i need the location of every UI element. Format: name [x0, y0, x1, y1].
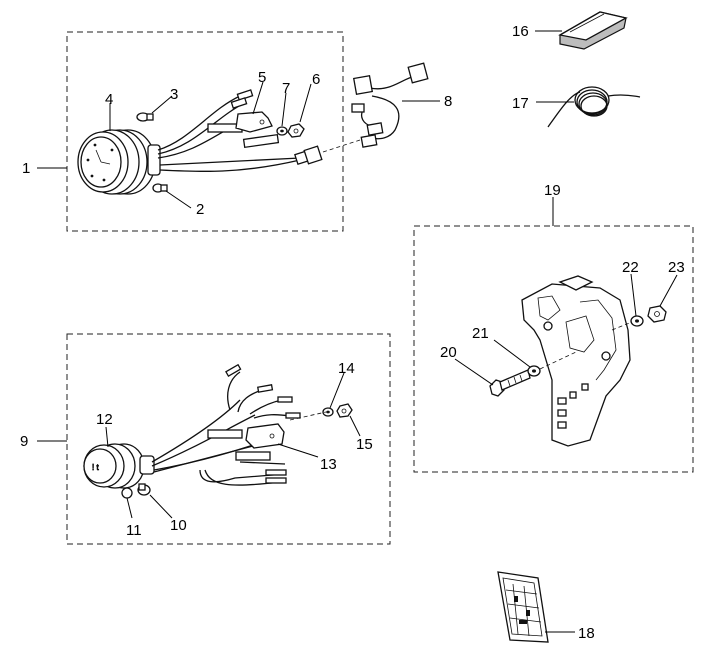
- bulb-2: [152, 183, 168, 193]
- bulb-3: [136, 112, 154, 122]
- callout-20: 20: [440, 344, 457, 361]
- callout-10: 10: [170, 517, 187, 534]
- callout-15: 15: [356, 436, 373, 453]
- bulb-10: [137, 483, 151, 496]
- group-9-outline: [66, 333, 391, 545]
- mount-bracket-19: [521, 275, 631, 447]
- group-19-outline: [413, 225, 694, 473]
- callout-11: 11: [126, 522, 142, 539]
- washer-22: [630, 315, 644, 327]
- callout-17: 17: [512, 95, 529, 112]
- meter-gauge-4: [77, 129, 161, 195]
- callout-16: 16: [512, 23, 529, 40]
- callout-4: 4: [105, 91, 113, 108]
- callout-5: 5: [258, 69, 266, 86]
- pouch-16: [558, 11, 628, 50]
- bracket-5: [235, 111, 273, 133]
- group-1-outline: [66, 31, 344, 232]
- callout-8: 8: [444, 93, 452, 110]
- callout-9: 9: [20, 433, 28, 450]
- coil-17: [547, 86, 641, 128]
- callout-13: 13: [320, 456, 337, 473]
- callout-19: 19: [544, 182, 561, 199]
- callout-3: 3: [170, 86, 178, 103]
- sheet-18: [497, 571, 549, 643]
- callout-2: 2: [196, 201, 204, 218]
- callout-6: 6: [312, 71, 320, 88]
- callout-21: 21: [472, 325, 489, 342]
- callout-7: 7: [282, 80, 290, 97]
- callout-1: 1: [22, 160, 30, 177]
- nut-6: [287, 123, 305, 138]
- bolt-20: [489, 369, 531, 397]
- nut-23: [647, 305, 667, 323]
- harness-8: [351, 62, 429, 148]
- meter-harness: [157, 89, 323, 173]
- callout-14: 14: [338, 360, 355, 377]
- washer-21: [527, 365, 541, 377]
- callout-22: 22: [622, 259, 639, 276]
- bulb-11: [121, 487, 133, 499]
- bracket-13: [245, 423, 285, 449]
- washer-7: [276, 126, 288, 136]
- callout-23: 23: [668, 259, 685, 276]
- meter-harness-9: [151, 363, 301, 486]
- callout-18: 18: [578, 625, 595, 642]
- callout-12: 12: [96, 411, 113, 428]
- meter-gauge-12: ! t: [83, 443, 155, 489]
- washer-14: [322, 407, 334, 417]
- nut-15: [336, 403, 353, 418]
- svg-text:! t: ! t: [92, 463, 99, 472]
